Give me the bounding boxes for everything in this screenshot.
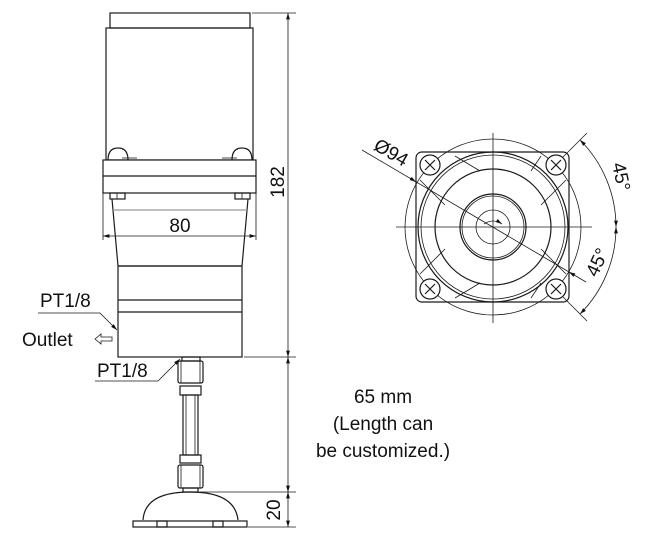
top-cap	[109, 12, 251, 29]
length-note-line3: be customized.)	[316, 441, 450, 462]
bolt-heads	[107, 147, 253, 161]
pad-height-dimension: 20	[264, 499, 285, 520]
outlet-arrow-icon	[94, 333, 113, 345]
angle-upper-dimension: 45°	[607, 161, 634, 193]
outlet-label: Outlet	[22, 330, 73, 351]
port-side-label: PT1/8	[40, 291, 91, 312]
length-note-line1: 65 mm	[354, 387, 412, 408]
base-plate	[132, 520, 248, 528]
diameter-dimension: Ø94	[370, 135, 412, 171]
height-dimension: 182	[268, 166, 289, 198]
length-note-line2: (Length can	[333, 414, 433, 435]
suction-pad-dome	[142, 491, 239, 521]
top-view: Ø94 45° 45°	[361, 132, 634, 323]
side-view: 80 182 PT1/8 Outlet PT1/8	[22, 12, 450, 528]
port-bottom-label: PT1/8	[97, 361, 148, 382]
fitting-assembly	[177, 356, 204, 493]
angle-lower-dimension: 45°	[582, 245, 613, 280]
bolt-holes	[419, 154, 567, 300]
diameter-leader	[361, 149, 587, 283]
nuts	[109, 192, 251, 200]
width-dimension: 80	[169, 216, 190, 237]
upper-body	[105, 27, 254, 161]
